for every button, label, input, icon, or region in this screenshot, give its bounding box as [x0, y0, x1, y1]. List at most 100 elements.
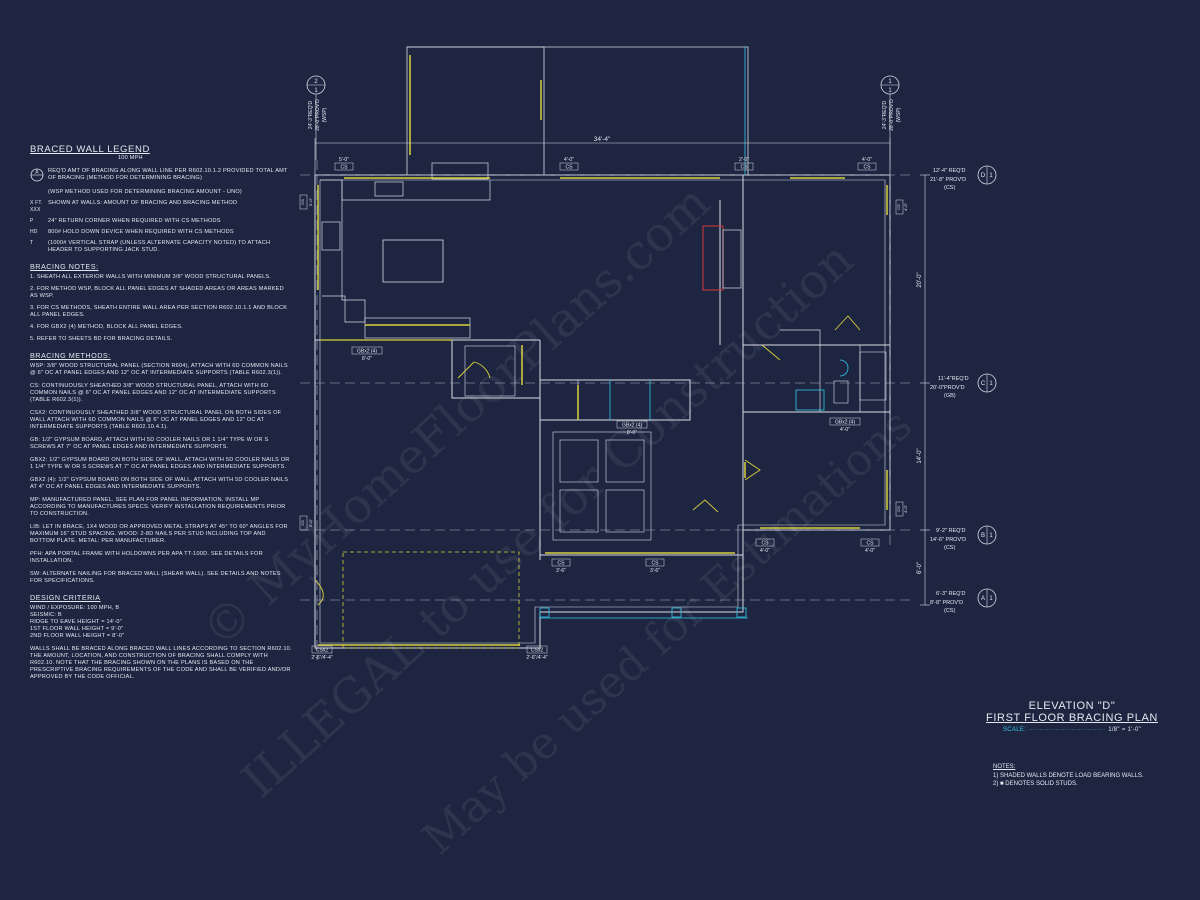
- kitchen-counter: [341, 180, 491, 201]
- door-swing: [314, 579, 324, 606]
- design-criteria-paragraph: WALLS SHALL BE BRACED ALONG BRACED WALL …: [30, 646, 292, 680]
- wall-tag: CS2'-0": [734, 157, 754, 171]
- svg-text:24'-3"REQ'D: 24'-3"REQ'D: [308, 101, 314, 130]
- bracing-note: 5. REFER TO SHEETS BD FOR BRACING DETAIL…: [30, 336, 173, 342]
- svg-text:CS: CS: [558, 561, 566, 567]
- grid-bubble-2: 2 1 24'-3"REQ'D 28'-0"PROV'D (WSP): [306, 75, 328, 160]
- interior-wall: [451, 340, 540, 399]
- legend-item: (WSP METHOD USED FOR DETERMINING BRACING…: [30, 189, 292, 196]
- svg-text:(WSP): (WSP): [896, 107, 902, 122]
- svg-text:A: A: [35, 170, 39, 176]
- svg-text:CS: CS: [741, 165, 749, 171]
- svg-text:CS: CS: [864, 165, 872, 171]
- bath-vanity: [795, 389, 825, 411]
- wall-tag: CS3'-6": [551, 558, 571, 574]
- svg-text:3'-6": 3'-6": [556, 568, 566, 574]
- kitchen-island: [382, 239, 444, 283]
- svg-text:A: A: [981, 596, 985, 602]
- grid-bubble-c: C 1 11'-4"REQ'D 20'-0"PROV'D (GB): [930, 373, 997, 399]
- door-swing: [834, 315, 861, 331]
- wall-tags: CS5'-0" CS4'-0" CS2'-0" CS4'-0" GBx2 (4)…: [299, 157, 908, 661]
- legend-item-text: 800# HOLD DOWN DEVICE WHEN REQUIRED WITH…: [48, 229, 234, 235]
- garage-door-panel: [605, 489, 645, 533]
- bracing-note: 3. FOR CS METHODS, SHEATH ENTIRE WALL AR…: [30, 305, 288, 318]
- cooktop: [321, 221, 341, 251]
- interior-wall: [780, 329, 821, 412]
- legend-symbol: HD: [30, 229, 38, 235]
- legend-item-text: 24" RETURN CORNER WHEN REQUIRED WITH CS …: [48, 218, 221, 224]
- svg-text:(WSP): (WSP): [322, 107, 328, 122]
- svg-text:CS: CS: [896, 204, 901, 210]
- note-item: 2) ■ DENOTES SOLID STUDS.: [993, 781, 1078, 787]
- svg-text:(GB): (GB): [944, 393, 956, 399]
- svg-text:4'-0": 4'-0": [862, 157, 872, 163]
- scale-label: SCALE:: [1002, 727, 1027, 733]
- svg-text:CS: CS: [300, 520, 305, 526]
- door-swing: [744, 459, 761, 481]
- svg-text:5'-0": 5'-0": [339, 157, 349, 163]
- legend-symbol: X FT. XXX: [30, 200, 43, 213]
- svg-text:8'-0": 8'-0": [627, 430, 637, 436]
- notes-title: NOTES:: [993, 764, 1016, 770]
- svg-text:28'-0"PROV'D: 28'-0"PROV'D: [889, 99, 895, 131]
- wall-tag: GBx2 (4)8'-0": [351, 346, 383, 362]
- design-criteria-line: WIND / EXPOSURE: 100 MPH, B: [30, 605, 120, 611]
- svg-text:4'-0": 4'-0": [760, 548, 770, 554]
- bracing-method: MP: MANUFACTURED PANEL. SEE PLAN FOR PAN…: [30, 497, 286, 517]
- svg-text:GBx2 (4): GBx2 (4): [835, 420, 855, 426]
- porch-left: [406, 46, 545, 176]
- wall-tag: GBx2 (4)4'-0": [829, 417, 861, 433]
- svg-text:8'-8" PROV'D: 8'-8" PROV'D: [930, 600, 963, 606]
- svg-text:CS: CS: [341, 165, 349, 171]
- garage-door-panel: [559, 439, 599, 483]
- bracing-method: SW: ALTERNATE NAILING FOR BRACED WALL (S…: [30, 571, 281, 584]
- wall-tag: CS4'-0": [755, 538, 775, 554]
- exterior-wall-inner: [319, 179, 886, 644]
- svg-text:CS: CS: [300, 199, 305, 205]
- plan-notes: NOTES: 1) SHADED WALLS DENOTE LOAD BEARI…: [993, 762, 1144, 788]
- svg-text:CSx2: CSx2: [316, 648, 328, 654]
- design-criteria-line: 1ST FLOOR WALL HEIGHT = 9'-0": [30, 626, 124, 632]
- svg-text:GBx2 (4): GBx2 (4): [622, 423, 642, 429]
- bracing-note: 2. FOR METHOD WSP, BLOCK ALL PANEL EDGES…: [30, 286, 284, 299]
- svg-text:CSx2: CSx2: [531, 648, 543, 654]
- legend-subtitle: 100 MPH: [118, 155, 143, 161]
- legend-item-text: REQ'D AMT OF BRACING ALONG WALL LINE PER…: [48, 168, 288, 181]
- column-marker: [539, 607, 550, 618]
- wall-tag: CS4'-0": [559, 157, 579, 171]
- svg-text:CS: CS: [762, 541, 770, 547]
- grid-bubble-b: B 1 9'-2" REQ'D 14'-6" PROV'D (CS): [930, 525, 997, 551]
- svg-text:CS: CS: [566, 165, 574, 171]
- note-item: 1) SHADED WALLS DENOTE LOAD BEARING WALL…: [993, 773, 1144, 779]
- bracing-method: GBx2 (4): 1/2" GYPSUM BOARD ON BOTH SIDE…: [30, 477, 289, 490]
- grid-bubble-d: D 1 12'-4" REQ'D 21'-8" PROV'D (CS): [930, 165, 997, 191]
- garage-door-panel-outer: [552, 431, 652, 541]
- svg-text:6'-3" REQ'D: 6'-3" REQ'D: [936, 591, 965, 597]
- svg-text:B: B: [981, 533, 985, 539]
- svg-text:(CS): (CS): [944, 545, 955, 551]
- bracing-note: 4. FOR GBx2 (4) METHOD, BLOCK ALL PANEL …: [30, 324, 183, 330]
- sink: [374, 181, 404, 197]
- wall-tag: CS3'-6": [645, 558, 665, 574]
- svg-text:(CS): (CS): [944, 608, 955, 614]
- toilet: [833, 380, 849, 404]
- svg-text:1: 1: [989, 596, 993, 602]
- column-marker: [671, 607, 682, 618]
- svg-text:4'-0": 4'-0": [840, 427, 850, 433]
- kitchen-counter: [320, 179, 366, 323]
- svg-text:9'-2" REQ'D: 9'-2" REQ'D: [936, 528, 965, 534]
- scale-value: 1/8" = 1'-0": [1108, 727, 1142, 733]
- right-dimension: 6'-0": [917, 562, 923, 574]
- grid-bubble-1: 1 1 24'-3"REQ'D 28'-0"PROV'D (WSP): [880, 75, 902, 160]
- fridge: [431, 162, 489, 180]
- legend-symbol: T: [30, 240, 34, 246]
- svg-text:28'-0"PROV'D: 28'-0"PROV'D: [315, 99, 321, 131]
- svg-text:4'-0": 4'-0": [903, 504, 908, 513]
